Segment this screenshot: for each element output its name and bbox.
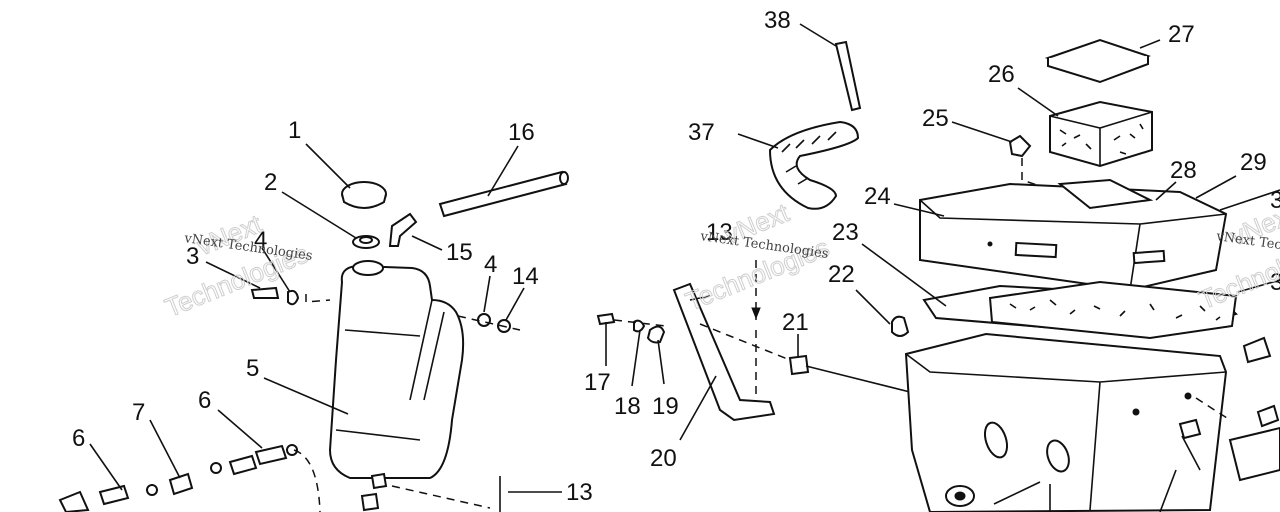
callout-29: 29 <box>1240 149 1267 176</box>
mounting-bracket <box>672 282 776 422</box>
callout-38: 38 <box>764 7 791 34</box>
callout-21: 21 <box>782 309 809 336</box>
callout-27: 27 <box>1168 21 1195 48</box>
leader-lines <box>89 23 1280 512</box>
callout-37: 37 <box>688 119 715 146</box>
air-box-assembly <box>768 38 1280 512</box>
grommet-21 <box>788 354 810 376</box>
callout-numbers: 1 2 3 4 15 16 4 14 5 7 6 6 13 13 17 18 1… <box>72 7 1280 506</box>
foam-filter <box>1049 100 1153 168</box>
callout-28: 28 <box>1170 157 1197 184</box>
filler-neck <box>352 260 384 276</box>
callout-13-center: 13 <box>706 219 733 246</box>
callout-7: 7 <box>132 399 145 426</box>
callout-22: 22 <box>828 261 855 288</box>
callout-14: 14 <box>512 263 539 290</box>
grommet-right <box>1178 418 1202 440</box>
vent-fitting <box>388 212 418 247</box>
callout-4-right: 4 <box>484 251 497 278</box>
callout-3-right-bottom: 3 <box>1270 269 1280 296</box>
washer <box>287 289 300 306</box>
main-filter-element <box>988 280 1238 340</box>
screw <box>250 286 280 299</box>
air-box-cover <box>919 178 1228 292</box>
callout-1: 1 <box>288 117 301 144</box>
fuel-tank-assembly <box>58 170 569 512</box>
clip-19 <box>646 325 666 344</box>
callout-3-right-top: 3 <box>1270 187 1280 214</box>
callout-3: 3 <box>186 243 199 270</box>
vent-hose <box>438 170 569 218</box>
callout-18: 18 <box>614 393 641 420</box>
wing-nut <box>1008 134 1032 158</box>
callout-6-right: 6 <box>198 387 211 414</box>
spring-clip <box>891 315 910 337</box>
callout-15: 15 <box>446 239 473 266</box>
callout-19: 19 <box>652 393 679 420</box>
callout-6-left: 6 <box>72 425 85 452</box>
callout-4-left: 4 <box>254 227 267 254</box>
bolt-17 <box>596 312 616 326</box>
bolt-38 <box>834 40 862 112</box>
washer-18 <box>633 319 646 333</box>
callout-25: 25 <box>922 105 949 132</box>
callout-2: 2 <box>264 169 277 196</box>
callout-16: 16 <box>508 119 535 146</box>
fuel-tank <box>328 264 465 479</box>
drain-fitting <box>370 472 388 490</box>
fuel-line <box>58 444 298 512</box>
air-box-base <box>904 332 1228 512</box>
callout-26: 26 <box>988 61 1015 88</box>
callout-23: 23 <box>832 219 859 246</box>
callout-17: 17 <box>584 369 611 396</box>
intake-duct <box>768 120 860 210</box>
callout-20: 20 <box>650 445 677 472</box>
callout-5: 5 <box>246 355 259 382</box>
callout-13-bottom: 13 <box>566 479 593 506</box>
mounting-bracket-assembly <box>596 260 911 422</box>
washer-right <box>477 313 491 327</box>
callout-24: 24 <box>864 183 891 210</box>
